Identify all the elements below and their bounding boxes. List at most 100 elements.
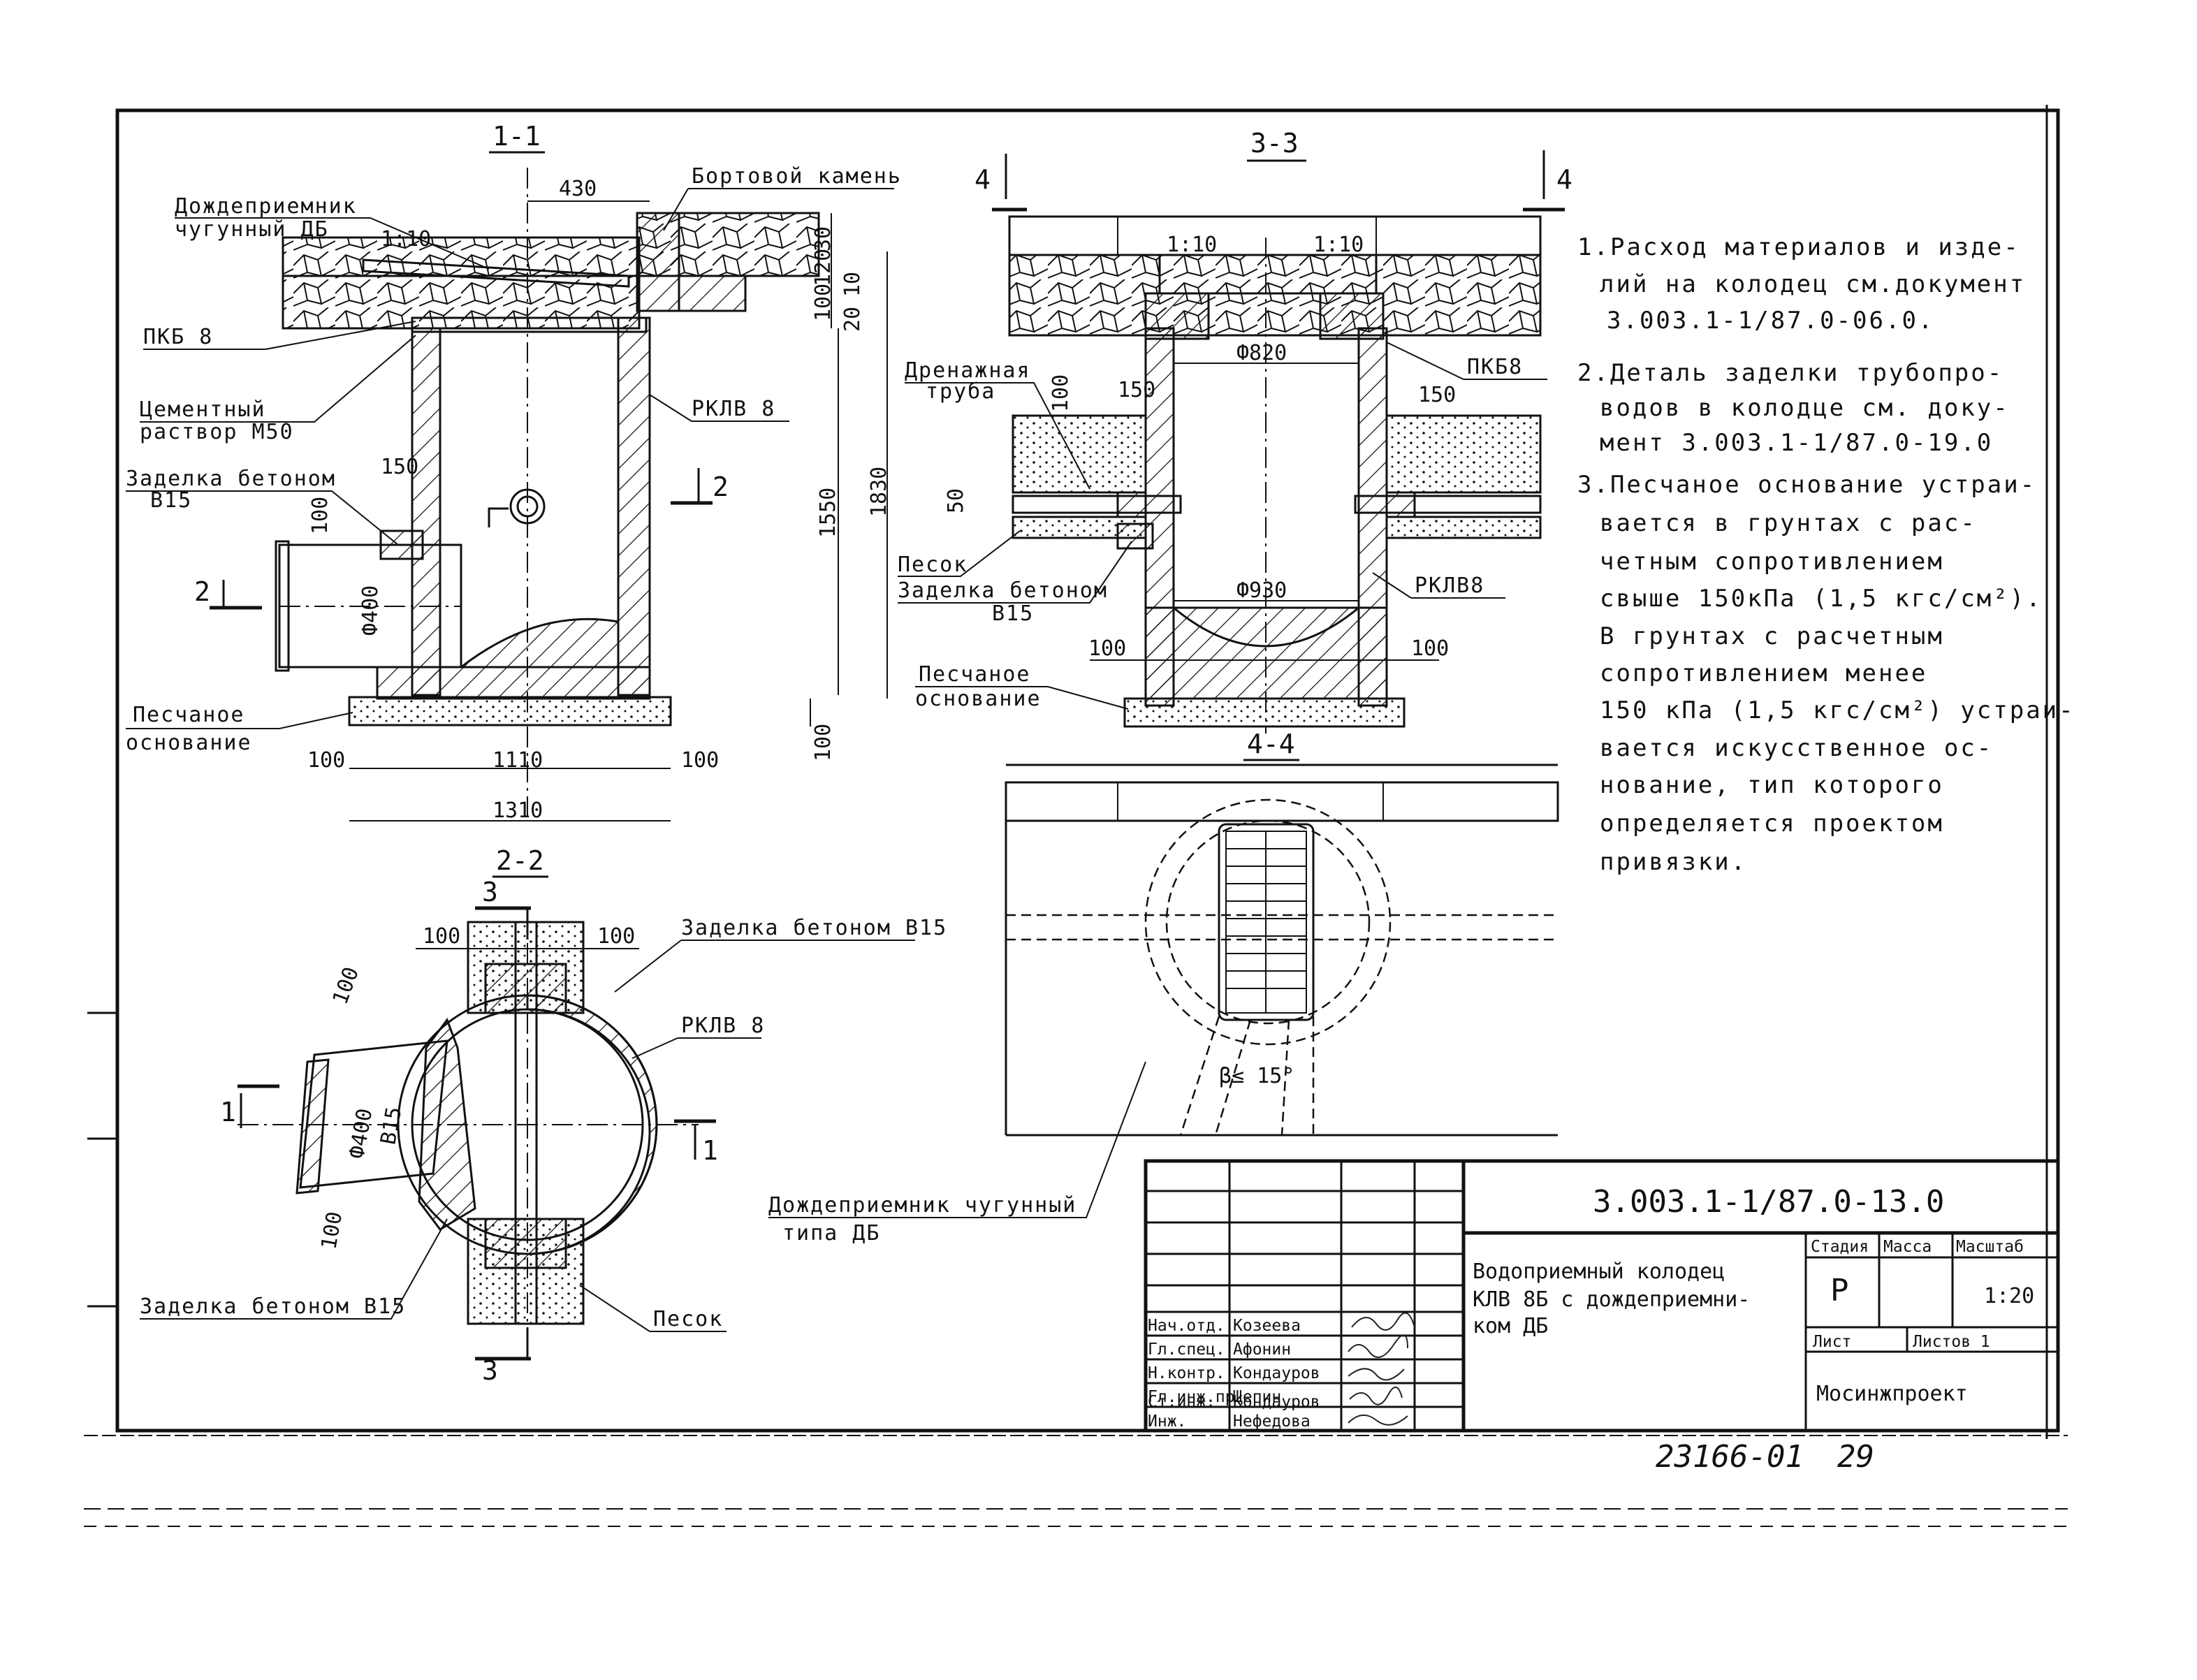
dim-430: 430 — [559, 177, 597, 201]
name-cell: Козеева — [1233, 1317, 1301, 1335]
label-pkb8-b: ПКБ8 — [1467, 355, 1523, 379]
role-cell: Гл.инж.пр — [1148, 1388, 1235, 1406]
label-sand-b: Песок — [653, 1307, 723, 1331]
label-sand-a: Песок — [898, 553, 968, 577]
note-line: 3.Песчаное основание устраи- — [1577, 471, 2036, 499]
section-1-1: 1-1 430 1:10 30 — [126, 121, 902, 823]
slope-1-10-a: 1:10 — [381, 227, 431, 251]
section-4-4: 4-4 β≤ 15° — [1005, 729, 1559, 1137]
label-rklv8-a: РКЛВ 8 — [692, 397, 775, 421]
dim-150c: 150 — [1418, 383, 1456, 407]
cut-mark-3-bottom: 3 — [482, 1355, 498, 1386]
label-concrete-seal-b: Заделка бетоном — [898, 578, 1108, 603]
scale-header: Масштаб — [1956, 1238, 2024, 1256]
signatures — [1348, 1312, 1415, 1426]
grate-bars — [1226, 848, 1306, 989]
note-line: 1.Расход материалов и изде- — [1577, 233, 2020, 261]
dim-100j: 100 — [597, 924, 635, 949]
mass-header: Масса — [1883, 1238, 1932, 1256]
note-line: четным сопротивлением — [1600, 548, 1944, 576]
dim-150a: 150 — [381, 455, 418, 479]
role-cell: Нач.отд. — [1148, 1317, 1225, 1335]
label-sand-base-b-2: основание — [915, 687, 1042, 711]
section-title-4-4: 4-4 — [1247, 729, 1295, 759]
notes-block: 1.Расход материалов и изде- лий на колод… — [1577, 233, 2073, 876]
note-line: 3.003.1-1/87.0-06.0. — [1607, 307, 1934, 335]
dim-100i: 100 — [423, 924, 460, 949]
section-title-2-2: 2-2 — [496, 845, 544, 876]
dim-1550: 1550 — [816, 488, 840, 538]
sheet-label: Лист — [1813, 1333, 1851, 1351]
dim-100h: 100 — [1411, 636, 1449, 661]
label-concrete-seal-d: Заделка бетоном В15 — [140, 1294, 406, 1319]
dim-10: 10 — [840, 272, 865, 297]
label-concrete-seal-a: Заделка бетоном — [126, 467, 336, 491]
organization-name: Мосинжпроект — [1816, 1382, 1968, 1406]
note-line: свыше 150кПа (1,5 кгс/см²). — [1600, 585, 2043, 613]
title-block: Нач.отд. Козеева Гл.спец. Афонин Н.контр… — [1144, 1159, 2060, 1433]
role-cell: Ст.инж. — [1148, 1393, 1216, 1411]
dim-1830: 1830 — [867, 467, 891, 517]
cut-mark-1-left: 1 — [220, 1097, 236, 1127]
dim-100k: 100 — [328, 964, 364, 1008]
dim-phi400a: Ф400 — [358, 585, 383, 636]
dim-phi820: Ф820 — [1236, 341, 1287, 365]
dim-100g: 100 — [1088, 636, 1126, 661]
name-cell: Афонин — [1233, 1341, 1291, 1359]
drawing-title-line: Водоприемный колодец — [1473, 1259, 1725, 1284]
section-3-3: 3-3 4 4 1:10 1:10 — [898, 128, 1572, 733]
sheet-frame — [84, 105, 2068, 1527]
sheets-count: Листов 1 — [1913, 1333, 1990, 1351]
scale-value: 1:20 — [1984, 1284, 2034, 1308]
role-cell: Н.контр. — [1148, 1364, 1225, 1382]
dim-100a: 100 — [811, 284, 835, 321]
note-line: лий на колодец см.документ — [1600, 270, 2026, 298]
dim-phi930: Ф930 — [1236, 578, 1287, 603]
label-concrete-seal-b-b15: В15 — [992, 601, 1034, 626]
label-inlet-db-2: чугунный ДБ — [175, 217, 329, 242]
section-2-2: 2-2 3 3 100 100 100 Ф400 В15 100 Заделк — [140, 845, 1146, 1386]
name-cell: Кондауров — [1233, 1364, 1320, 1382]
label-mortar-m50: раствор М50 — [140, 420, 294, 444]
note-line: водов в колодце см. доку- — [1600, 394, 2010, 422]
dim-100b: 100 — [308, 497, 333, 534]
note-line: 2.Деталь заделки трубопро- — [1577, 359, 2003, 387]
label-rklv8-c: РКЛВ 8 — [681, 1014, 765, 1038]
dim-b15: В15 — [376, 1105, 407, 1146]
cut-mark-3-top: 3 — [482, 877, 498, 907]
note-line: сопротивлением менее — [1600, 659, 1927, 687]
cut-mark-2-right: 2 — [713, 472, 729, 502]
cut-mark-4-right: 4 — [1556, 164, 1572, 195]
label-sand-base-a-2: основание — [126, 731, 252, 755]
label-sand-base-b: Песчаное — [919, 662, 1031, 687]
label-sand-base-a: Песчаное — [133, 703, 245, 727]
dim-50: 50 — [944, 488, 968, 513]
label-cement-mortar: Цементный — [140, 397, 266, 422]
cut-mark-1-right: 1 — [702, 1135, 718, 1166]
label-drain-pipe: Дренажная — [905, 358, 1031, 383]
section-title-3-3: 3-3 — [1250, 128, 1299, 159]
note-line: привязки. — [1600, 848, 1747, 876]
slope-1-10-c: 1:10 — [1313, 233, 1364, 257]
label-curb-stone: Бортовой камень — [692, 164, 902, 189]
angle-beta-15: β≤ 15° — [1219, 1064, 1294, 1088]
dim-20: 20 — [840, 307, 865, 332]
dim-100f: 100 — [1049, 374, 1073, 412]
dim-100d: 100 — [811, 724, 835, 761]
document-code: 3.003.1-1/87.0-13.0 — [1593, 1184, 1944, 1220]
role-cell: Гл.спец. — [1148, 1341, 1225, 1359]
dim-150b: 150 — [1118, 378, 1155, 402]
dim-100c: 100 — [307, 748, 345, 773]
stage-value: Р — [1830, 1273, 1849, 1308]
label-inlet-type: Дождеприемник чугунный — [768, 1193, 1076, 1218]
name-cell: Кондауров — [1233, 1393, 1320, 1411]
section-title-1-1: 1-1 — [492, 121, 541, 152]
note-line: вается в грунтах с рас- — [1600, 509, 1977, 537]
note-line: нование, тип которого — [1600, 771, 1944, 799]
dim-1110: 1110 — [492, 748, 543, 773]
dim-1310: 1310 — [492, 798, 543, 823]
role-cell: Инж. — [1148, 1412, 1186, 1431]
dim-100e: 100 — [681, 748, 719, 773]
note-line: вается искусственное ос- — [1600, 734, 1993, 762]
label-inlet-db: Дождеприемник — [175, 194, 357, 219]
